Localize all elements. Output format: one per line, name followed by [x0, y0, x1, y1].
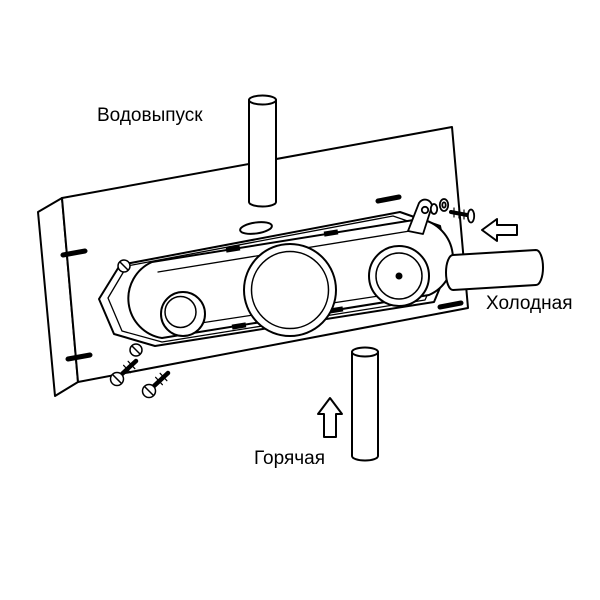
bracket-hole: [420, 205, 430, 215]
knob-right-pin: [395, 272, 403, 280]
screw-thread: [159, 372, 168, 382]
screw-slot-icon: [111, 373, 123, 385]
washer-icon: [438, 198, 450, 212]
screw-threads: [453, 207, 465, 220]
screw-slot-icon: [131, 345, 141, 355]
label-outlet: Водовыпуск: [97, 105, 203, 126]
screw-slot-icon: [119, 261, 129, 271]
cold-pipe-body: [445, 249, 544, 291]
knob-right: [368, 245, 430, 307]
screw-shaft: [119, 358, 139, 377]
valve-body: [117, 218, 454, 357]
clip-icon: [231, 322, 247, 330]
clip-icon: [225, 245, 241, 253]
outlet-pipe: [248, 94, 277, 208]
anchor-slot-icon: [60, 248, 88, 258]
anchor-slot-icon: [375, 194, 402, 204]
hot-pipe: [351, 346, 379, 462]
screw-thread: [122, 364, 131, 374]
label-cold: Холодная: [486, 293, 573, 314]
screw-slot-icon: [143, 385, 155, 397]
arrow-left-icon: [481, 218, 518, 242]
screw-head-icon: [466, 208, 476, 224]
hot-pipe-end: [351, 346, 379, 358]
mounting-screw: [109, 358, 139, 387]
outlet-hole: [239, 221, 273, 235]
knob-center: [243, 243, 337, 337]
clip-icon: [323, 229, 339, 237]
labels: Водовыпуск Холодная Горячая: [97, 105, 573, 469]
anchor-slot-icon: [65, 352, 93, 362]
screw-thread: [127, 360, 136, 370]
washer-icon: [429, 203, 439, 215]
knob-left-inner: [164, 295, 197, 329]
washer-hole: [441, 201, 447, 209]
screw-thread: [155, 376, 163, 386]
hot-pipe-body: [351, 351, 379, 462]
mounting-screw: [141, 370, 171, 399]
outlet-pipe-body: [248, 99, 277, 208]
bottom-left-screws: [109, 358, 171, 399]
anchor-slot-icon: [437, 300, 464, 310]
knob-left: [160, 291, 206, 337]
knob-center-outer: [243, 243, 337, 337]
knob-center-inner: [250, 250, 330, 330]
arrow-up-icon: [317, 397, 343, 438]
anchor-slots: [60, 194, 464, 362]
knob-left-outer: [160, 291, 206, 337]
cold-pipe: [445, 249, 544, 291]
corner-screw-heads: [117, 259, 143, 357]
screw-shaft: [151, 370, 171, 389]
label-hot: Горячая: [254, 448, 325, 469]
knob-right-inner: [375, 252, 423, 300]
outlet-pipe-end: [248, 94, 277, 106]
top-right-fastener: [407, 198, 476, 235]
